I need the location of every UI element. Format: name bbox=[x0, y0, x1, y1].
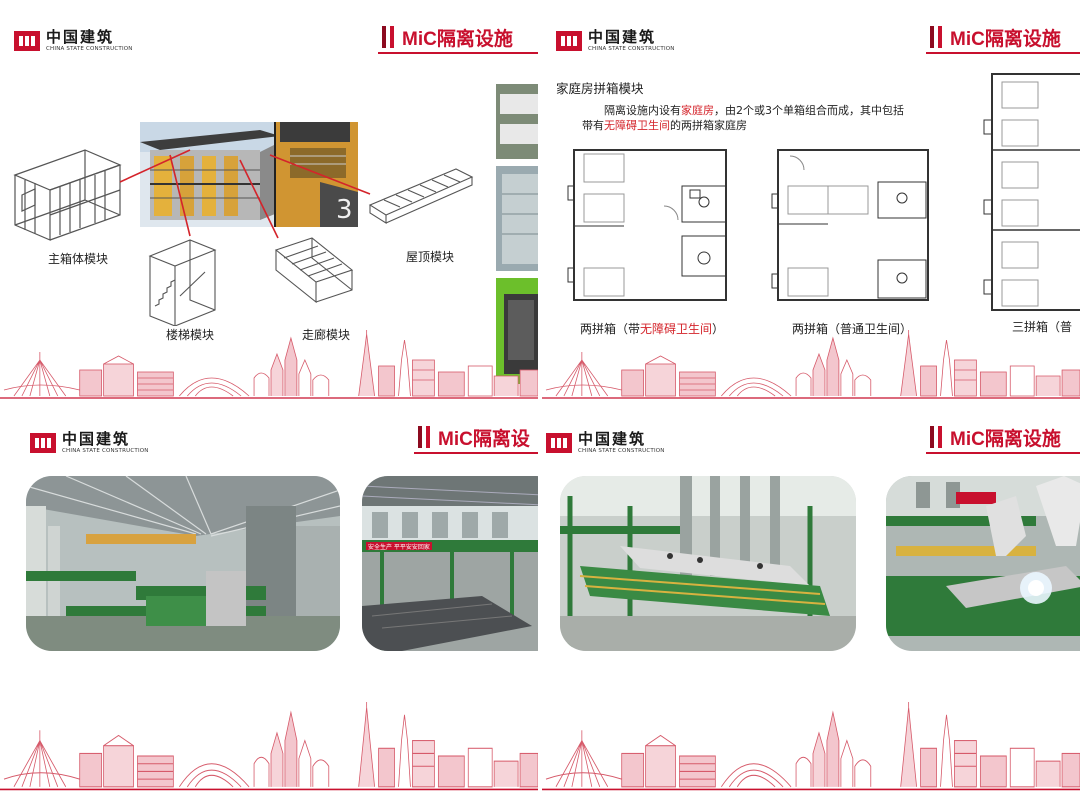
floor-plan-two-box-standard bbox=[771, 149, 929, 301]
brand-en: CHINA STATE CONSTRUCTION bbox=[588, 46, 675, 52]
roof-label: 屋顶模块 bbox=[406, 250, 455, 264]
slide-modules: 中国建筑 CHINA STATE CONSTRUCTION MiC隔离设施 主箱… bbox=[0, 0, 538, 400]
plan-label-highlight: 无障碍卫生间 bbox=[640, 322, 713, 336]
corridor-label: 走廊模块 bbox=[302, 328, 351, 342]
cscec-logo-icon bbox=[30, 433, 56, 454]
desc-text: 的两拼箱家庭房 bbox=[670, 119, 747, 132]
brand-logo: 中国建筑 CHINA STATE CONSTRUCTION bbox=[30, 432, 149, 455]
floor-plan-two-box-accessible bbox=[567, 149, 727, 301]
brand-cn: 中国建筑 bbox=[588, 28, 657, 46]
brand-cn: 中国建筑 bbox=[578, 430, 647, 448]
banner-title: MiC隔离设 bbox=[438, 428, 530, 450]
desc-text: 隔离设施内设有 bbox=[604, 104, 681, 117]
slide-banner: MiC隔离设施 bbox=[926, 22, 1080, 54]
plan2-label: 两拼箱（普通卫生间） bbox=[792, 322, 913, 336]
skyline-decoration bbox=[0, 702, 538, 791]
brand-logo: 中国建筑 CHINA STATE CONSTRUCTION bbox=[546, 432, 665, 455]
plan-label-text: ） bbox=[712, 322, 725, 336]
description-line-1: 隔离设施内设有家庭房，由2个或3个单箱组合而成，其中包括 bbox=[604, 102, 904, 118]
brand-cn: 中国建筑 bbox=[46, 28, 115, 46]
skyline-decoration bbox=[0, 330, 538, 399]
factory-production-line-photo: 安全生产 平平安安回家 bbox=[362, 476, 538, 651]
skyline-decoration bbox=[542, 702, 1080, 791]
stair-label: 楼梯模块 bbox=[166, 328, 215, 342]
desc-highlight: 无障碍卫生间 bbox=[604, 119, 670, 132]
slide-banner: MiC隔离设 bbox=[414, 422, 538, 454]
cscec-logo-icon bbox=[14, 31, 40, 52]
brand-cn: 中国建筑 bbox=[62, 430, 131, 448]
slide-family-rooms: 中国建筑 CHINA STATE CONSTRUCTION MiC隔离设施 家庭… bbox=[542, 0, 1080, 400]
factory-assembly-photo bbox=[560, 476, 856, 651]
banner-title: MiC隔离设施 bbox=[950, 28, 1061, 50]
safety-sign-text: 安全生产 平平安安回家 bbox=[368, 543, 430, 551]
slide-banner: MiC隔离设施 bbox=[926, 422, 1080, 454]
desc-text: ，由2个或3个单箱组合而成，其中包括 bbox=[714, 104, 904, 117]
brand-logo: 中国建筑 CHINA STATE CONSTRUCTION bbox=[556, 30, 675, 53]
stair-module-drawing bbox=[148, 239, 217, 326]
section-title: 家庭房拼箱模块 bbox=[556, 81, 644, 96]
skyline-decoration bbox=[542, 330, 1080, 399]
factory-welding-robot-photo bbox=[886, 476, 1080, 651]
brand-en: CHINA STATE CONSTRUCTION bbox=[46, 46, 133, 52]
cscec-logo-icon bbox=[546, 433, 572, 454]
plan-label-text: 两拼箱（带 bbox=[580, 322, 641, 336]
side-photo-strip bbox=[496, 84, 538, 384]
brand-logo: 中国建筑 CHINA STATE CONSTRUCTION bbox=[14, 30, 133, 53]
desc-text: 带有 bbox=[582, 119, 604, 132]
main-box-label: 主箱体模块 bbox=[48, 252, 109, 266]
roof-module-drawing bbox=[368, 168, 474, 224]
factory-hall-photo bbox=[26, 476, 340, 651]
banner-title: MiC隔离设施 bbox=[950, 428, 1061, 450]
desc-highlight: 家庭房 bbox=[681, 104, 714, 117]
brand-en: CHINA STATE CONSTRUCTION bbox=[62, 448, 149, 454]
banner-title: MiC隔离设施 bbox=[402, 28, 513, 50]
corridor-module-drawing bbox=[274, 237, 354, 304]
module-building-photo: 3 bbox=[140, 122, 358, 227]
plan1-label: 两拼箱（带无障碍卫生间） bbox=[580, 320, 724, 337]
svg-text:3: 3 bbox=[336, 195, 353, 225]
module-connector-lines bbox=[119, 149, 371, 239]
plan3-label: 三拼箱（普 bbox=[1012, 320, 1073, 334]
slide-banner: MiC隔离设施 bbox=[378, 22, 538, 54]
brand-en: CHINA STATE CONSTRUCTION bbox=[578, 448, 665, 454]
floor-plan-three-box bbox=[983, 73, 1080, 311]
description-line-2: 带有无障碍卫生间的两拼箱家庭房 bbox=[582, 117, 747, 133]
cscec-logo-icon bbox=[556, 31, 582, 52]
slide-factory-2: 中国建筑 CHINA STATE CONSTRUCTION MiC隔离设施 bbox=[542, 410, 1080, 810]
slide-factory-1: 中国建筑 CHINA STATE CONSTRUCTION MiC隔离设 bbox=[0, 410, 538, 810]
